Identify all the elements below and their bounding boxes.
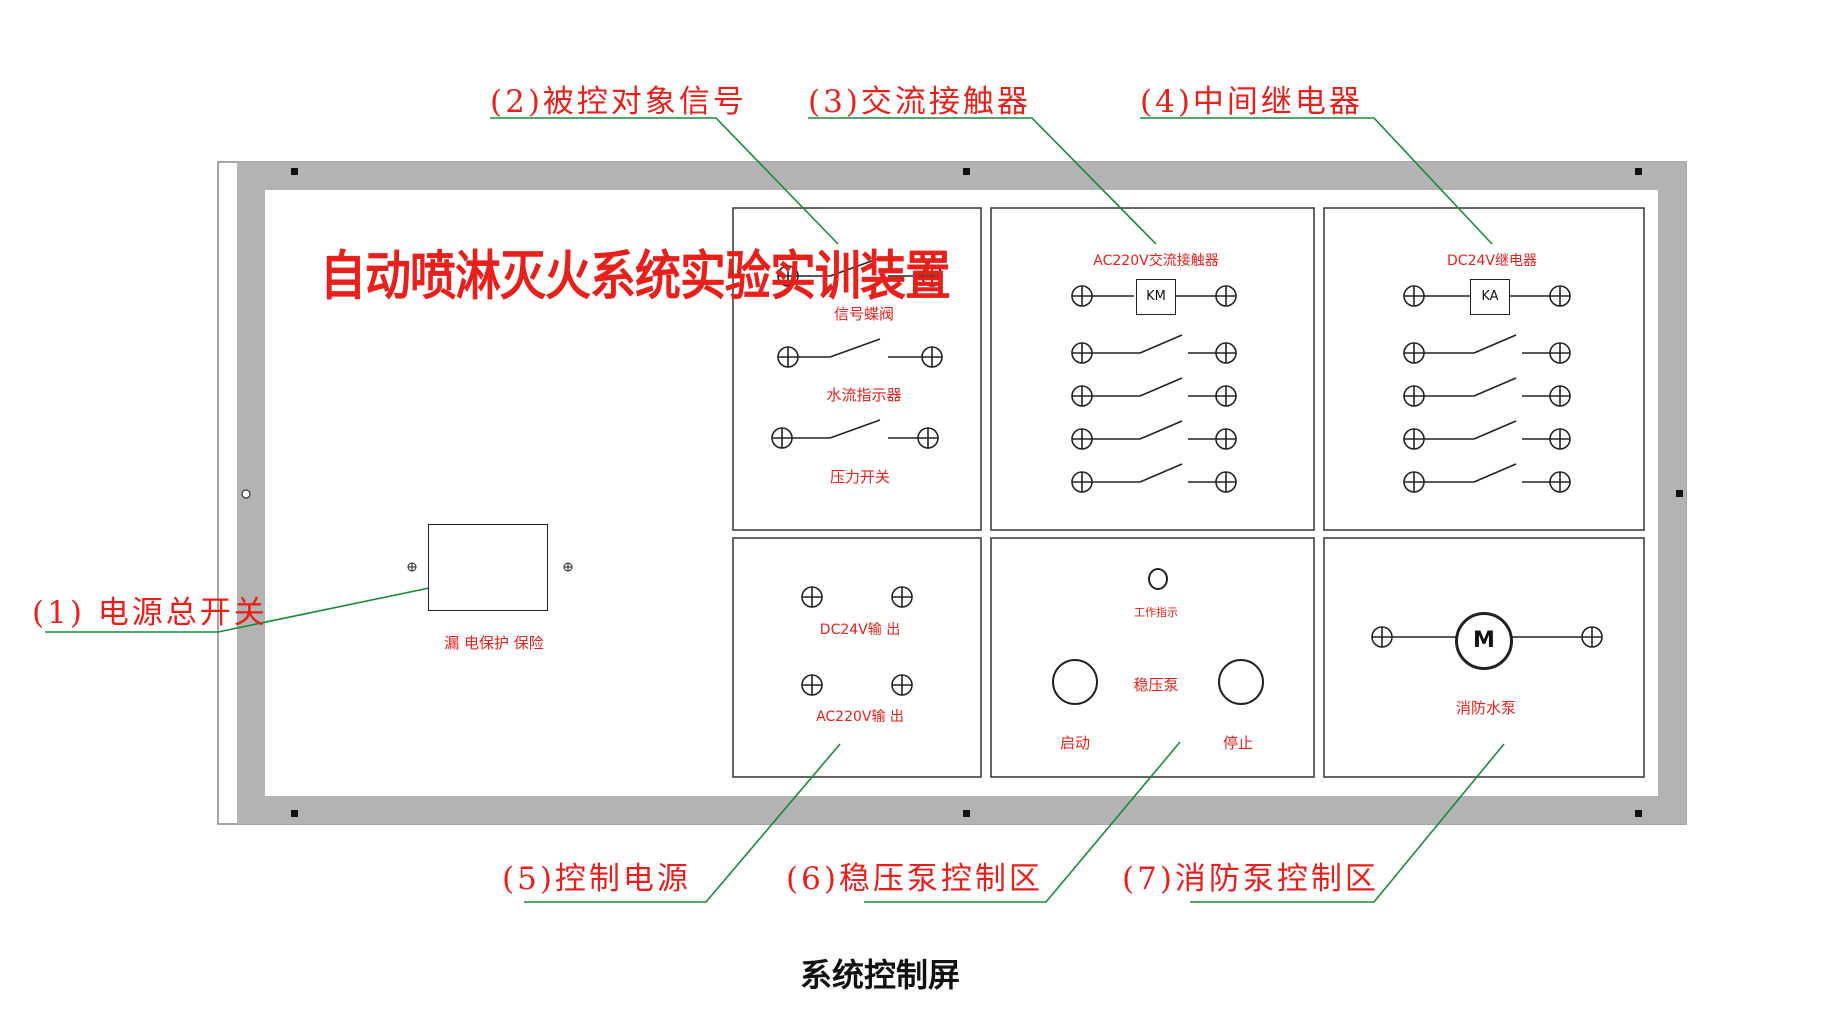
fire-pump-label: 消防水泵 <box>1455 699 1517 717</box>
motor-symbol: M <box>1455 612 1513 670</box>
breaker-terminals <box>407 562 573 572</box>
leader-lines <box>45 117 1505 903</box>
mounting-screws <box>291 168 1683 817</box>
callout-signals: (2)被控对象信号 <box>490 84 747 120</box>
callout-control-power: (5)控制电源 <box>502 861 691 897</box>
callout-relay: (4)中间继电器 <box>1140 84 1363 120</box>
start-button[interactable] <box>1052 659 1098 705</box>
stop-label: 停止 <box>1222 734 1254 752</box>
box-power <box>732 537 982 778</box>
callout-pump-control: (6)稳压泵控制区 <box>786 861 1043 897</box>
side-hole <box>241 489 251 499</box>
contactor-title: AC220V交流接触器 <box>1093 253 1219 269</box>
pressure-pump-label: 稳压泵 <box>1133 676 1179 694</box>
work-indicator-light <box>1148 568 1168 590</box>
signal-label-flow: 水流指示器 <box>826 386 902 404</box>
stop-button[interactable] <box>1218 659 1264 705</box>
panel-title: 自动喷淋灭火系统实验实训装置 <box>320 244 951 307</box>
breaker-label: 漏 电保护 保险 <box>444 634 544 652</box>
callout-main-switch: (1) 电源总开关 <box>32 595 268 631</box>
main-breaker[interactable] <box>428 524 548 611</box>
start-label: 启动 <box>1059 734 1091 752</box>
ac220v-output-label: AC220V输 出 <box>816 709 904 725</box>
relay-title: DC24V继电器 <box>1447 253 1537 269</box>
signal-switches <box>782 257 924 439</box>
box-relay <box>1323 207 1645 531</box>
box-signals <box>732 207 982 531</box>
signal-label-pressure: 压力开关 <box>829 468 891 486</box>
dc24v-output-label: DC24V输 出 <box>819 622 901 638</box>
figure-caption: 系统控制屏 <box>800 956 961 994</box>
callout-fire-pump-control: (7)消防泵控制区 <box>1122 861 1379 897</box>
contactor-coil: KM <box>1136 279 1176 315</box>
work-indicator-label: 工作指示 <box>1134 606 1178 619</box>
relay-coil: KA <box>1470 279 1510 315</box>
callout-contactor: (3)交流接触器 <box>808 84 1031 120</box>
signal-label-valve: 信号蝶阀 <box>833 305 895 323</box>
